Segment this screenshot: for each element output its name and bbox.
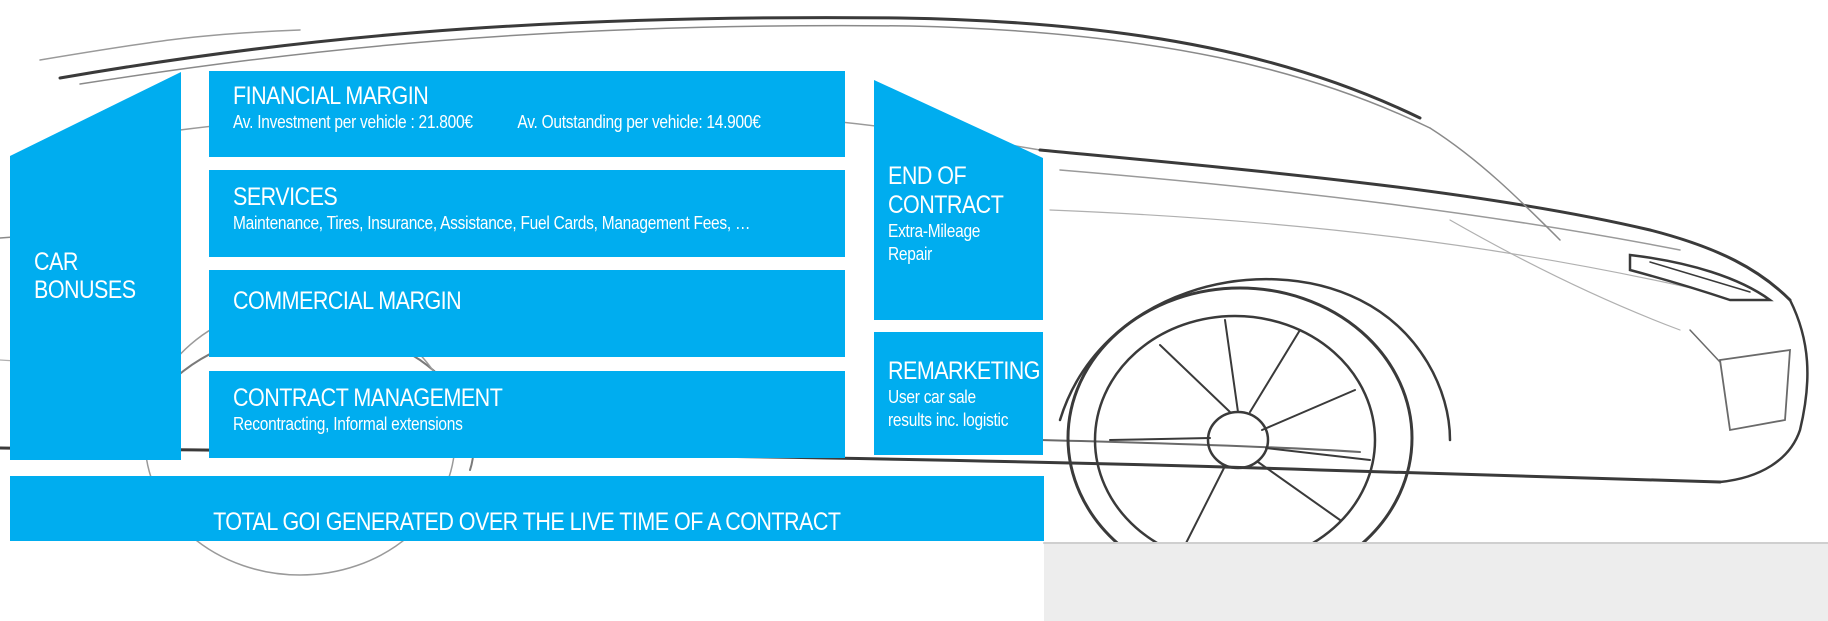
- end-of-contract-detail-line2: Repair: [888, 244, 933, 264]
- financial-margin-title: FINANCIAL MARGIN: [233, 82, 429, 110]
- total-goi-title: TOTAL GOI GENERATED OVER THE LIVE TIME O…: [213, 507, 841, 536]
- financial-margin-box: FINANCIAL MARGIN Av. Investment per vehi…: [209, 71, 845, 157]
- contract-management-detail: Recontracting, Informal extensions: [233, 414, 463, 434]
- front-wheel-spokes: [1109, 319, 1371, 556]
- services-detail: Maintenance, Tires, Insurance, Assistanc…: [233, 213, 751, 233]
- roof-line-3: [39, 29, 301, 61]
- end-of-contract-detail-line1: Extra-Mileage: [888, 221, 981, 241]
- remarketing-detail-line1: User car sale: [888, 387, 976, 407]
- contract-management-box: CONTRACT MANAGEMENT Recontracting, Infor…: [209, 371, 845, 458]
- front-bumper: [1718, 298, 1809, 484]
- hood-line-3: [1049, 209, 1701, 291]
- hood-line: [1038, 148, 1792, 302]
- car-bonuses-title-line1: CAR: [34, 248, 78, 276]
- services-title: SERVICES: [233, 183, 338, 211]
- end-of-contract-title-line1: END OF: [888, 162, 967, 190]
- sketch-mark-4: [1449, 219, 1681, 331]
- front-intake: [1718, 348, 1791, 432]
- remarketing-title: REMARKETING: [888, 357, 1041, 385]
- rocker-line-2: [1039, 439, 1361, 453]
- sketch-mark-3: [1429, 127, 1561, 241]
- services-box: SERVICES Maintenance, Tires, Insurance, …: [209, 170, 845, 257]
- commercial-margin-title: COMMERCIAL MARGIN: [233, 287, 462, 315]
- end-of-contract-title-line2: CONTRACT: [888, 191, 1004, 219]
- average-investment-text: Av. Investment per vehicle : 21.800€: [233, 112, 473, 132]
- remarketing-box: REMARKETING User car sale results inc. l…: [874, 332, 1043, 455]
- front-intake-2: [1689, 329, 1721, 363]
- remarketing-detail-line2: results inc. logistic: [888, 410, 1009, 430]
- car-bonuses-title: CAR BONUSES: [34, 248, 136, 304]
- total-goi-banner: TOTAL GOI GENERATED OVER THE LIVE TIME O…: [10, 476, 1044, 541]
- hood-line-2: [1059, 169, 1681, 251]
- contract-management-title: CONTRACT MANAGEMENT: [233, 384, 503, 412]
- average-outstanding-text: Av. Outstanding per vehicle: 14.900€: [517, 112, 761, 132]
- roof-line: [58, 16, 1422, 120]
- commercial-margin-box: COMMERCIAL MARGIN: [209, 270, 845, 357]
- roof-line-2: [79, 24, 1431, 129]
- end-of-contract-content: END OF CONTRACT Extra-Mileage Repair: [888, 162, 1022, 266]
- headlight: [1628, 253, 1774, 302]
- front-wheel-hub: [1206, 410, 1270, 470]
- ground-strip: [1044, 543, 1828, 621]
- financial-margin-figures: Av. Investment per vehicle : 21.800€ Av. …: [233, 111, 761, 134]
- car-bonuses-title-line2: BONUSES: [34, 276, 136, 304]
- headlight-inner: [1649, 261, 1751, 293]
